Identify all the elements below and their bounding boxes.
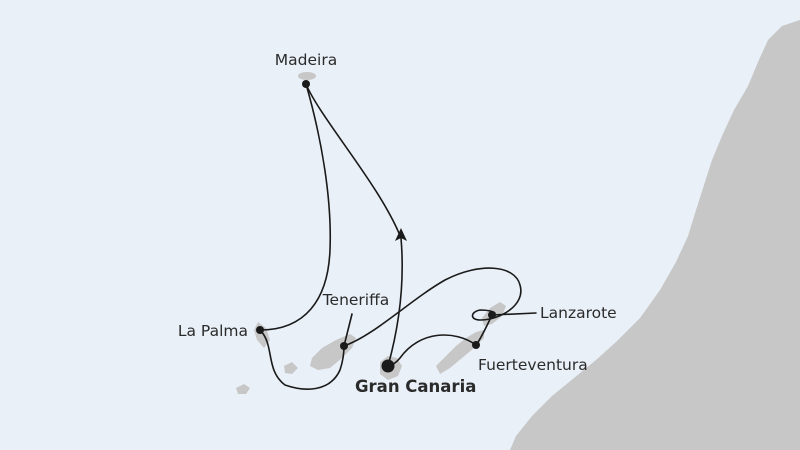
island-el-hierro: [236, 384, 250, 394]
leader-line-lanzarote: [491, 312, 537, 316]
port-marker-fuerteventura: [472, 341, 480, 349]
port-marker-gran-canaria: [381, 359, 395, 373]
mainland-africa: [510, 20, 800, 450]
route-direction-arrow-icon: [395, 228, 407, 241]
port-marker-teneriffa: [340, 342, 348, 350]
label-teneriffa: Teneriffa: [322, 291, 390, 309]
route-segment: [259, 329, 345, 390]
label-madeira: Madeira: [275, 51, 337, 69]
port-marker-lanzarote: [488, 311, 496, 319]
port-marker-madeira: [302, 80, 310, 88]
route-segment: [305, 83, 402, 239]
island-madeira: [298, 72, 316, 80]
label-lanzarote: Lanzarote: [540, 304, 617, 322]
route-segment: [343, 267, 522, 347]
leader-line-teneriffa: [343, 313, 353, 347]
route-segment: [387, 237, 403, 367]
island-la-gomera: [284, 362, 298, 374]
route-segment: [259, 83, 332, 331]
cruise-route: [259, 83, 537, 390]
port-marker-la-palma: [256, 326, 264, 334]
label-la-palma: La Palma: [178, 322, 248, 340]
label-fuerteventura: Fuerteventura: [478, 356, 588, 374]
label-gran-canaria: Gran Canaria: [355, 377, 476, 396]
island-fuerteventura: [436, 330, 484, 374]
